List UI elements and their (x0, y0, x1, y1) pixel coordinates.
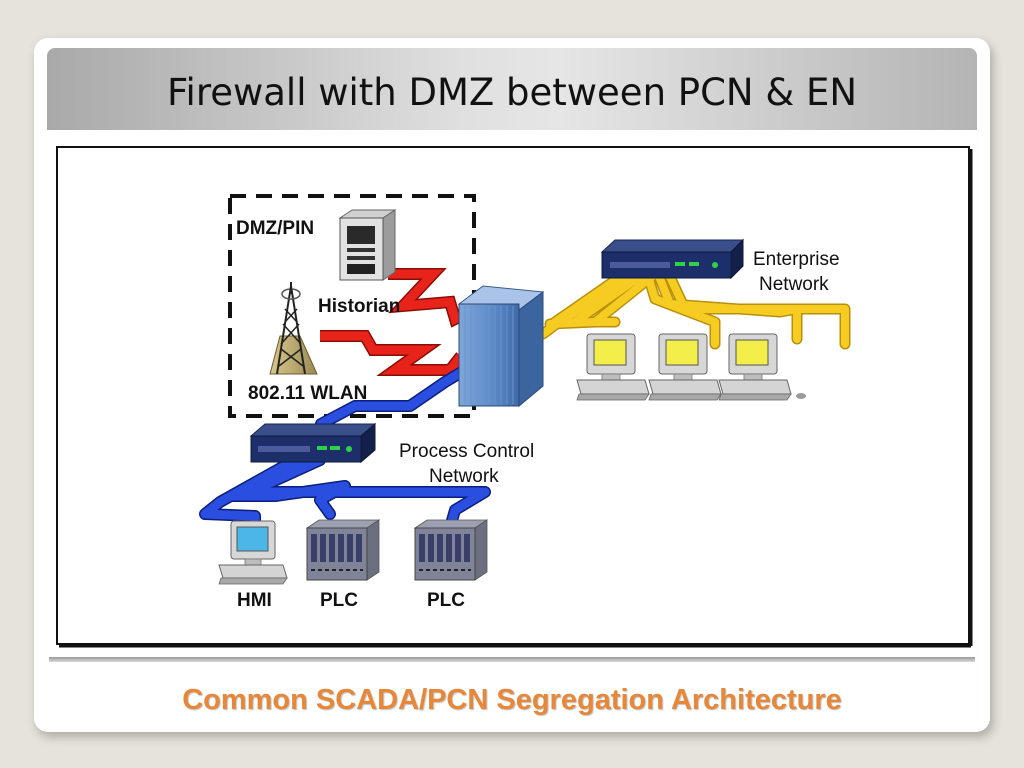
plc-label-1: PLC (320, 590, 358, 611)
network-diagram: DMZ/PIN (56, 146, 973, 648)
wlan-label: 802.11 WLAN (248, 383, 367, 404)
plc-icon (414, 519, 488, 581)
dmz-links (320, 268, 466, 376)
slide-caption: Common SCADA/PCN Segregation Architectur… (182, 684, 842, 716)
title-bar (47, 48, 977, 130)
plc-label-2: PLC (427, 590, 465, 611)
historian-server-icon (338, 209, 397, 281)
bottom-divider (49, 657, 975, 662)
enterprise-label-line2: Network (759, 274, 829, 295)
hmi-computer-icon (218, 520, 288, 585)
hmi-label: HMI (237, 590, 272, 611)
historian-label: Historian (318, 296, 400, 317)
plc-icon (306, 519, 380, 581)
firewall-icon (457, 285, 545, 408)
pcn-label-line1: Process Control (399, 441, 534, 462)
pcn-switch-icon (249, 422, 377, 464)
slide-title: Firewall with DMZ between PCN & EN (166, 71, 858, 114)
enterprise-switch-icon (600, 238, 745, 280)
dmz-label: DMZ/PIN (236, 218, 314, 239)
pcn-label-line2: Network (429, 466, 499, 487)
wlan-tower-icon (269, 282, 318, 375)
enterprise-label-line1: Enterprise (753, 249, 840, 270)
